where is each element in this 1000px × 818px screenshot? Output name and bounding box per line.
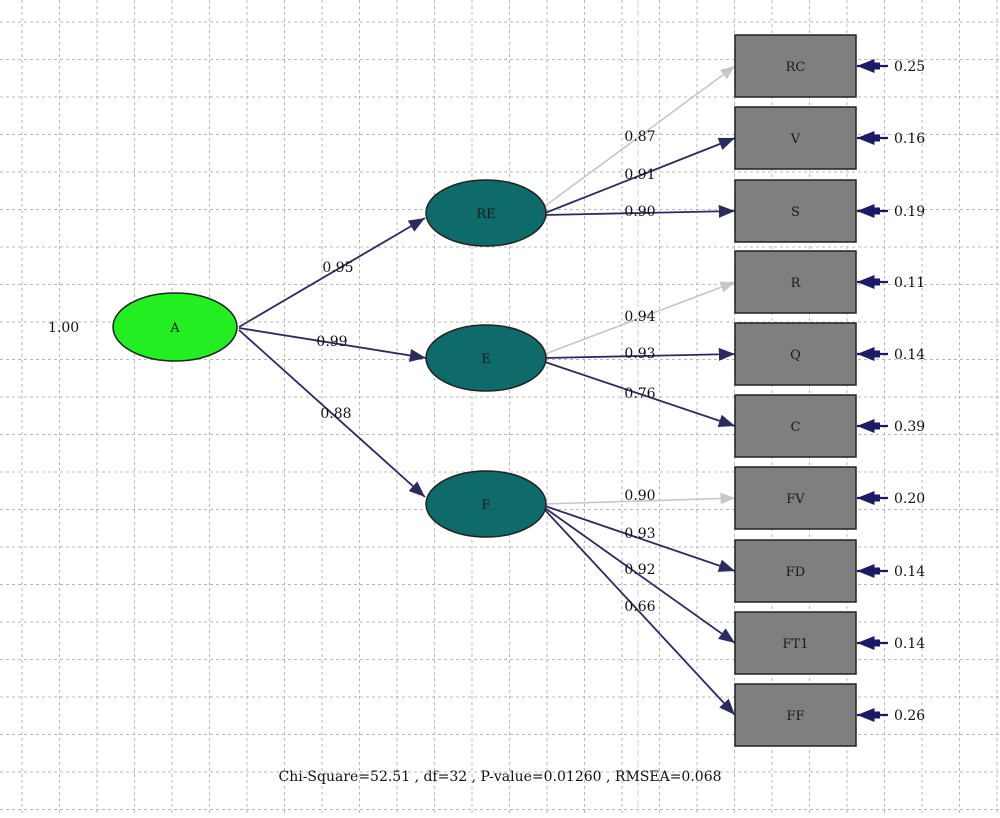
path-arrow-f-fv <box>544 492 736 505</box>
path-arrow-f-ff <box>544 509 736 716</box>
error-label-q: 0.14 <box>894 347 925 363</box>
observed-box-label: C <box>791 420 801 435</box>
latent-node-label: F <box>481 498 490 513</box>
loading-label-ff: 0.66 <box>624 599 655 615</box>
loading-label-v: 0.91 <box>624 167 655 183</box>
loading-label-a-e: 0.99 <box>316 334 347 350</box>
path-arrow-re-s <box>544 204 736 218</box>
error-marker-s <box>873 207 880 215</box>
error-marker-r <box>873 278 880 286</box>
observed-box-ff <box>734 683 857 747</box>
error-label-s: 0.19 <box>894 204 925 220</box>
loading-label-ft1: 0.92 <box>624 562 655 578</box>
loading-label-a-re: 0.95 <box>322 260 353 276</box>
observed-box-label: FD <box>786 565 805 580</box>
loading-label-rc: 0.87 <box>624 129 655 145</box>
path-arrow-re-rc <box>544 65 736 207</box>
path-arrow-a-re <box>238 217 426 328</box>
root-node-a <box>112 292 238 362</box>
observed-box-c <box>734 394 857 458</box>
path-arrows <box>238 58 888 723</box>
path-arrow-e-c <box>544 361 736 427</box>
observed-box-fd <box>734 539 857 603</box>
observed-box-ft1 <box>734 611 857 675</box>
coefficient-labels: 1.00 0.95 0.99 0.88 0.87 0.25 0.91 0.16 0.90 0.19… <box>48 59 925 724</box>
observed-box-r <box>734 250 857 314</box>
observed-box-label: RC <box>786 60 806 75</box>
path-arrow-a-f <box>238 329 426 498</box>
loading-label-fv: 0.90 <box>624 488 655 504</box>
path-arrow-e-q <box>544 347 736 361</box>
error-marker-c <box>873 422 880 430</box>
error-label-ff: 0.26 <box>894 708 925 724</box>
observed-box-fv <box>734 466 857 530</box>
observed-box-label: R <box>791 276 802 291</box>
loading-label-r: 0.94 <box>624 309 655 325</box>
observed-box-label: FV <box>786 492 805 507</box>
error-marker-fv <box>873 494 880 502</box>
error-marker-v <box>873 134 880 142</box>
error-label-fv: 0.20 <box>894 491 925 507</box>
error-marker-ff <box>873 711 880 719</box>
observed-box-rc <box>734 34 857 98</box>
observed-box-label: FT1 <box>783 637 809 652</box>
loading-label-fd: 0.93 <box>624 526 655 542</box>
path-arrow-re-v <box>544 137 736 214</box>
loading-label-q: 0.93 <box>624 346 655 362</box>
path-arrow-a-e <box>238 327 427 362</box>
path-arrow-f-ft1 <box>544 507 736 644</box>
error-label-rc: 0.25 <box>894 59 925 75</box>
fit-statistics: Chi-Square=52.51 , df=32 , P-value=0.012… <box>278 769 721 785</box>
error-marker-fd <box>873 567 880 575</box>
error-label-r: 0.11 <box>894 275 925 291</box>
observed-box-label: Q <box>790 348 801 363</box>
path-arrow-f-fd <box>544 505 736 572</box>
observed-box-v <box>734 106 857 170</box>
observed-box-label: S <box>791 205 800 220</box>
observed-box-s <box>734 179 857 243</box>
error-label-ft1: 0.14 <box>894 636 925 652</box>
latent-node-e <box>425 324 547 392</box>
loading-label-c: 0.76 <box>624 386 655 402</box>
error-label-fd: 0.14 <box>894 564 925 580</box>
error-marker-ft1 <box>873 639 880 647</box>
error-label-c: 0.39 <box>894 419 925 435</box>
latent-node-label: RE <box>476 207 495 222</box>
observed-box-label: FF <box>786 709 804 724</box>
root-variance-label: 1.00 <box>48 320 79 336</box>
observed-box-q <box>734 322 857 386</box>
error-label-v: 0.16 <box>894 131 925 147</box>
loading-label-s: 0.90 <box>624 204 655 220</box>
error-marker-rc <box>873 62 880 70</box>
observed-box-label: V <box>790 132 801 147</box>
latent-node-label: E <box>481 352 491 367</box>
error-marker-q <box>873 350 880 358</box>
latent-node-re <box>425 179 547 247</box>
path-arrow-e-r <box>544 281 736 355</box>
root-node-label: A <box>169 321 180 336</box>
loading-label-a-f: 0.88 <box>320 406 351 422</box>
latent-node-f <box>425 470 547 538</box>
